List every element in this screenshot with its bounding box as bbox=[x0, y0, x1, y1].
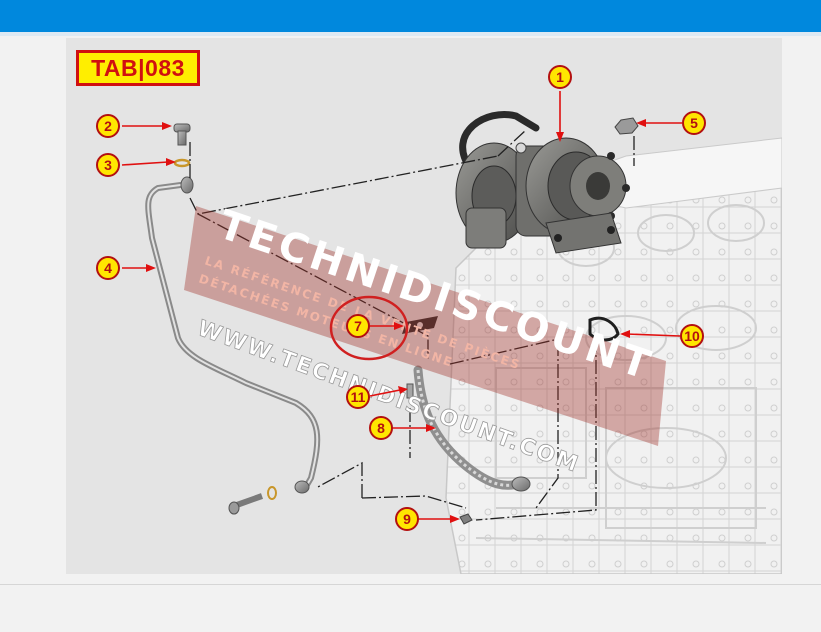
bolt-part-9 bbox=[459, 513, 473, 525]
gasket-part-10 bbox=[588, 316, 620, 342]
callout-7[interactable]: 7 bbox=[346, 314, 370, 338]
callout-4[interactable]: 4 bbox=[96, 256, 120, 280]
callout-5[interactable]: 5 bbox=[682, 111, 706, 135]
callout-1[interactable]: 1 bbox=[548, 65, 572, 89]
highlight-circle bbox=[329, 295, 409, 361]
parts-diagram: TECHNIDISCOUNT LA RÉFÉRENCE DE LA VENTE … bbox=[66, 38, 782, 574]
washer-part-3 bbox=[173, 158, 191, 168]
gasket-part-7 bbox=[402, 316, 438, 334]
bolt-part-11 bbox=[406, 383, 414, 399]
top-header-bar bbox=[0, 0, 821, 32]
callout-8[interactable]: 8 bbox=[369, 416, 393, 440]
callout-9[interactable]: 9 bbox=[395, 507, 419, 531]
footer-divider bbox=[0, 584, 821, 585]
nut-part-5 bbox=[614, 117, 639, 135]
oil-return-pipe-part-8 bbox=[413, 365, 531, 492]
banjo-bolt-part-2 bbox=[173, 123, 191, 146]
assembly-lines bbox=[189, 129, 635, 521]
callout-11[interactable]: 11 bbox=[346, 385, 370, 409]
diagram-artwork: TECHNIDISCOUNT LA RÉFÉRENCE DE LA VENTE … bbox=[121, 91, 782, 574]
callout-3[interactable]: 3 bbox=[96, 153, 120, 177]
callout-10[interactable]: 10 bbox=[680, 324, 704, 348]
leader-lines bbox=[121, 91, 682, 523]
tab-label: TAB|083 bbox=[76, 50, 200, 86]
header-divider bbox=[0, 32, 821, 36]
turbocharger bbox=[455, 111, 630, 254]
callout-2[interactable]: 2 bbox=[96, 114, 120, 138]
oil-feed-pipe-part-4 bbox=[145, 176, 321, 515]
